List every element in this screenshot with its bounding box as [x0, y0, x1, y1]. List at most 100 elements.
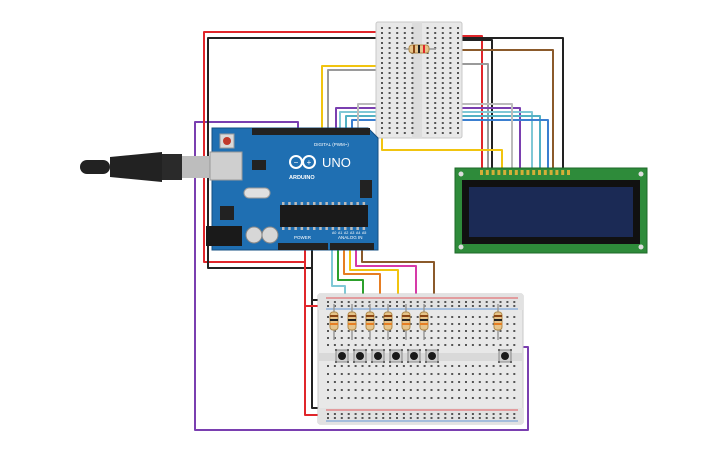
breadboard-hole — [416, 381, 419, 383]
breadboard-hole — [441, 72, 444, 74]
breadboard-hole — [465, 316, 467, 318]
pushbutton[interactable] — [425, 349, 439, 363]
breadboard-hole — [411, 62, 414, 64]
pushbutton-cap[interactable] — [374, 352, 382, 360]
breadboard-hole — [327, 337, 329, 339]
breadboard-hole — [458, 323, 461, 325]
breadboard-hole — [485, 316, 488, 318]
chip-pin — [288, 227, 291, 230]
breadboard-hole — [457, 57, 459, 59]
breadboard-hole — [361, 344, 364, 346]
breadboard-hole — [492, 373, 495, 375]
breadboard-hole — [388, 127, 391, 129]
pushbutton[interactable] — [353, 349, 367, 363]
breadboard-hole — [375, 305, 378, 307]
arduino-uno-board[interactable]: − + UNO ARDUINO DIGITAL (PWM~) POWER ANA… — [80, 127, 379, 251]
breadboard-hole — [388, 67, 391, 69]
breadboard-hole — [434, 87, 437, 89]
pushbutton-cap[interactable] — [501, 352, 509, 360]
breadboard-hole — [441, 107, 444, 109]
breadboard-hole — [478, 417, 481, 419]
breadboard-hole — [396, 337, 398, 339]
pushbutton[interactable] — [498, 349, 512, 363]
breadboard-hole — [403, 127, 406, 129]
breadboard-hole — [444, 365, 447, 367]
wire-gray-lcd[interactable] — [457, 63, 489, 171]
breadboard-hole — [451, 413, 454, 415]
pushbutton-cap[interactable] — [410, 352, 418, 360]
pushbutton-cap[interactable] — [356, 352, 364, 360]
breadboard-hole — [478, 330, 481, 332]
breadboard-hole — [411, 132, 414, 134]
wire-purple-loop[interactable] — [194, 121, 529, 431]
breadboard-hole — [449, 82, 452, 84]
breadboard-hole — [506, 305, 509, 307]
breadboard-hole — [485, 344, 488, 346]
breadboard-hole — [375, 301, 378, 303]
wire-brown-lcd[interactable] — [457, 49, 554, 171]
breadboard-hole — [457, 82, 459, 84]
pushbutton[interactable] — [335, 349, 349, 363]
chip-pin — [306, 202, 310, 205]
pushbutton[interactable] — [371, 349, 385, 363]
breadboard-hole — [381, 117, 383, 119]
breadboard-hole — [340, 389, 343, 391]
breadboard-hole — [434, 127, 437, 129]
lcd-pin — [497, 170, 501, 175]
reset-button[interactable] — [219, 133, 235, 149]
pushbutton[interactable] — [407, 349, 421, 363]
breadboard-hole — [381, 32, 383, 34]
wire-black-lcd[interactable] — [457, 39, 493, 171]
breadboard-hole — [458, 344, 461, 346]
wire-gray-d6[interactable] — [327, 69, 379, 131]
wire-brown-a5[interactable] — [361, 247, 435, 323]
wire-black-lcd-2[interactable] — [457, 37, 564, 171]
breadboard-hole — [340, 301, 343, 303]
breadboard-hole — [411, 82, 414, 84]
resistor[interactable] — [347, 304, 357, 340]
breadboard-hole — [388, 32, 391, 34]
resistor[interactable] — [419, 304, 429, 340]
breadboard-hole — [403, 62, 406, 64]
breadboard-hole — [426, 107, 429, 109]
breadboard-hole — [340, 305, 343, 307]
breadboard-hole — [499, 305, 502, 307]
breadboard-hole — [426, 122, 429, 124]
breadboard-hole — [388, 37, 391, 39]
lcd-module[interactable] — [454, 167, 648, 254]
breadboard-hole — [409, 316, 412, 318]
resistor[interactable] — [493, 304, 503, 340]
wire-red-bb[interactable] — [304, 261, 323, 416]
chip-pin — [313, 227, 316, 230]
breadboard-hole — [506, 389, 509, 391]
resistor[interactable] — [365, 304, 375, 340]
breadboard-hole — [347, 344, 350, 346]
pushbutton-cap[interactable] — [338, 352, 346, 360]
breadboard-hole — [375, 373, 378, 375]
breadboard-hole — [361, 373, 364, 375]
breadboard-hole — [430, 381, 433, 383]
usb-cable[interactable] — [80, 152, 214, 182]
breadboard-hole — [465, 389, 467, 391]
breadboard-hole — [411, 92, 414, 94]
resistor[interactable] — [329, 304, 339, 340]
breadboard-hole — [381, 57, 383, 59]
resistor[interactable] — [401, 304, 411, 340]
breadboard-hole — [375, 365, 378, 367]
top-resistor[interactable] — [404, 44, 436, 54]
pushbutton[interactable] — [389, 349, 403, 363]
breadboard-hole — [396, 117, 399, 119]
breadboard-hole — [437, 397, 440, 399]
pushbutton-cap[interactable] — [428, 352, 436, 360]
breadboard-hole — [347, 305, 350, 307]
breadboard-hole — [513, 397, 516, 399]
wire-red-lcd[interactable] — [457, 35, 483, 171]
breadboard-hole — [449, 132, 452, 134]
breadboard-hole — [441, 87, 444, 89]
breadboard-hole — [368, 381, 371, 383]
breadboard-hole — [451, 397, 454, 399]
breadboard-hole — [402, 344, 405, 346]
breadboard-hole — [411, 127, 414, 129]
resistor[interactable] — [383, 304, 393, 340]
pushbutton-cap[interactable] — [392, 352, 400, 360]
